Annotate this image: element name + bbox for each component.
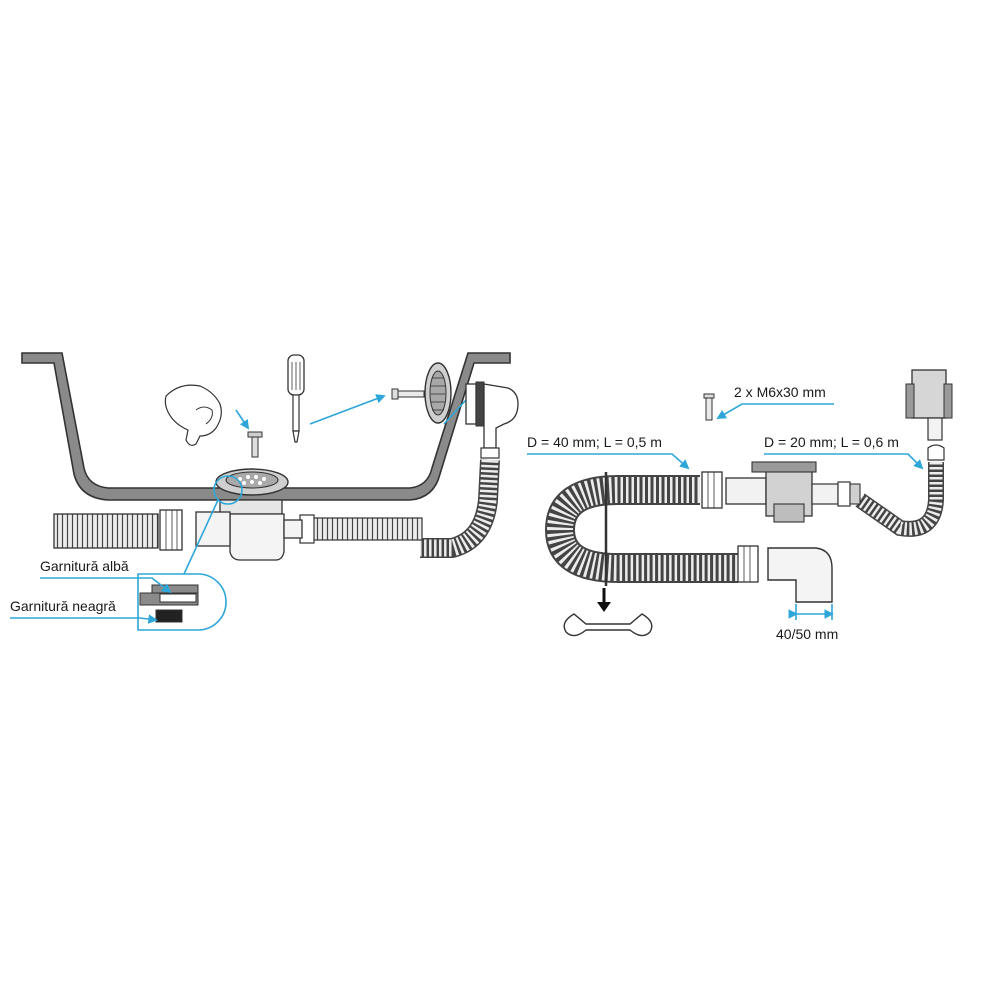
label-outlet-size: 40/50 mm [776, 626, 838, 642]
outlet-pipe-stub [195, 511, 231, 547]
left-illustration: Garnitură albă Garnitură neagră [10, 352, 519, 631]
gasket-detail [137, 475, 243, 631]
leader-screws [716, 403, 834, 419]
sink-basin [21, 352, 511, 501]
screw-m6-icon [703, 393, 715, 421]
label-black-gasket: Garnitură neagră [10, 598, 116, 614]
overflow-head-fitting [905, 369, 953, 461]
trap-body [725, 461, 861, 523]
label-pipe-overflow: D = 20 mm; L = 0,6 m [764, 434, 899, 450]
lower-hose-nut [737, 545, 759, 583]
leader-pipe-main [527, 453, 690, 470]
leader-black-gasket [10, 614, 158, 624]
outlet-nut [159, 509, 183, 551]
label-screws: 2 x M6x30 mm [734, 384, 826, 400]
down-arrow-icon [597, 588, 611, 612]
overflow-grate-icon [424, 362, 452, 424]
leader-white-gasket [40, 577, 172, 594]
hand-icon [164, 384, 222, 446]
leader-pipe-overflow [764, 453, 924, 470]
overflow-fitting [465, 381, 519, 459]
arrow-to-screw [235, 409, 250, 430]
arrow-to-overflow [443, 399, 467, 425]
label-pipe-main: D = 40 mm; L = 0,5 m [527, 434, 662, 450]
arrow-to-strainer [309, 394, 386, 425]
label-white-gasket: Garnitură albă [40, 558, 129, 574]
drain-strainer [215, 468, 289, 496]
outlet-corrugated-sleeve [53, 513, 159, 549]
hose-bracket-clip [563, 613, 653, 637]
overflow-bolt-icon [391, 388, 425, 400]
screwdriver-icon [287, 354, 305, 443]
right-illustration: 2 x M6x30 mm D = 40 mm; L = 0,5 m D = 20… [527, 369, 953, 642]
elbow-outlet [767, 547, 833, 603]
upper-hose-nut [701, 471, 723, 509]
drain-body [219, 499, 303, 561]
screw-icon [247, 431, 263, 458]
drain-hose-horizontal [311, 517, 423, 541]
main-drain-hose [544, 475, 738, 583]
